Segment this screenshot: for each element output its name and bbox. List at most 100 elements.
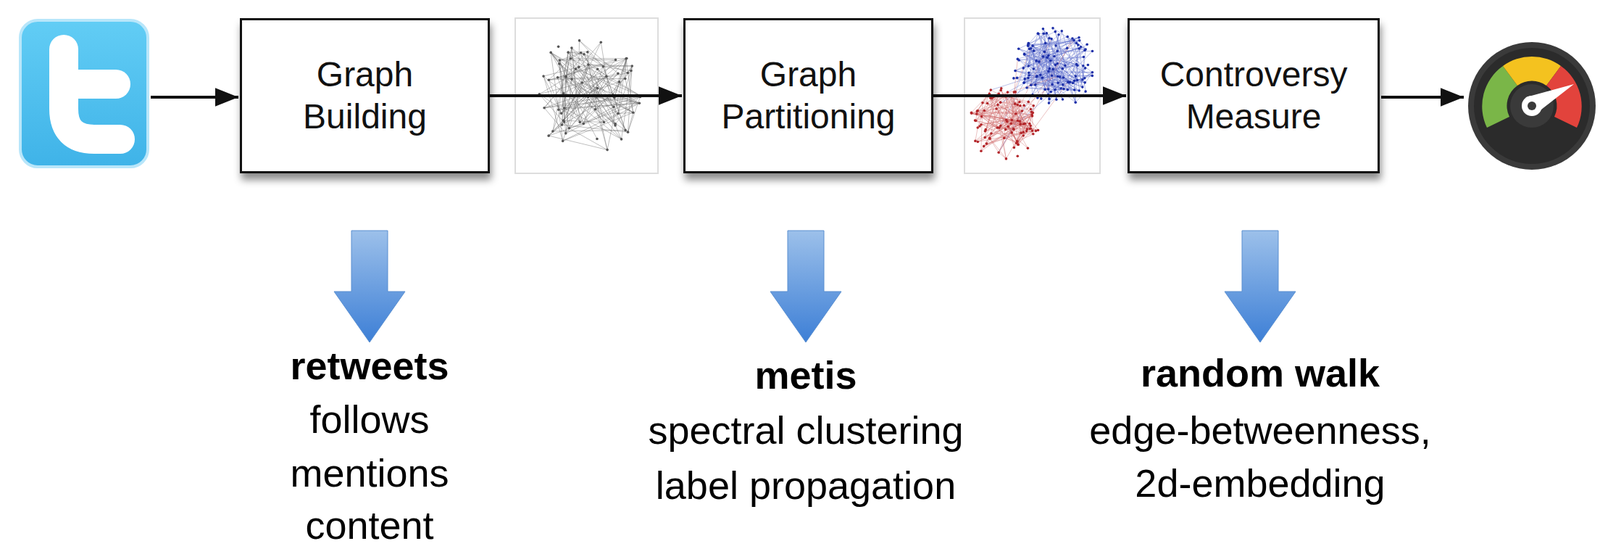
graph-vertex (602, 121, 606, 124)
graph-edge (1010, 123, 1031, 126)
graph-vertex (1061, 83, 1065, 87)
graph-vertex (994, 107, 998, 111)
graph-edge (594, 96, 640, 109)
graph-vertex (1026, 43, 1030, 47)
graph-vertex (1014, 90, 1018, 94)
graph-vertex (1023, 52, 1027, 56)
graph-vertex (1031, 44, 1035, 48)
graph-vertex (1073, 100, 1077, 104)
graph-edge (997, 77, 1043, 105)
graph-vertex (1019, 122, 1023, 126)
graph-edge (548, 135, 608, 150)
graph-vertex (1027, 71, 1031, 75)
graph-edge (615, 95, 641, 124)
graph-edge (1047, 57, 1077, 64)
graph-vertex (1018, 119, 1022, 123)
graph-edge (563, 112, 634, 141)
graph-vertex (1015, 139, 1019, 143)
graph-vertex (1082, 55, 1086, 59)
graph-vertex (1023, 122, 1027, 126)
graph-vertex (1035, 74, 1039, 78)
graph-vertex (624, 57, 628, 61)
graph-edge (1055, 31, 1076, 103)
graph-vertex (1061, 97, 1065, 101)
graph-vertex (1047, 97, 1051, 101)
graph-vertex (1056, 81, 1060, 85)
graph-edge (1023, 82, 1074, 84)
graph-edge (550, 52, 616, 126)
graph-vertex (616, 112, 620, 116)
graph-edge (1039, 38, 1050, 62)
graph-vertex (1081, 78, 1085, 82)
graph-vertex (985, 142, 989, 145)
graph-vertex (1026, 127, 1029, 131)
graph-edge (1038, 34, 1083, 80)
output-arrow (1381, 95, 1464, 99)
graph-vertex (1019, 131, 1023, 135)
graph-edge (1013, 40, 1074, 129)
graph-vertex (1050, 37, 1053, 41)
graph-vertex (1016, 57, 1020, 61)
method-option: mentions (289, 451, 449, 495)
graph-vertex (612, 105, 616, 109)
method-option: follows (309, 397, 429, 441)
graph-edge (999, 127, 1007, 159)
graph-edge (989, 138, 999, 153)
graph-edge (600, 42, 607, 77)
graph-vertex (982, 109, 986, 113)
graph-vertex (557, 45, 561, 49)
graph-edge (1015, 103, 1026, 124)
graph-vertex (1053, 88, 1057, 92)
graph-edge (581, 52, 604, 67)
graph-edge (1060, 76, 1069, 82)
graph-vertex (979, 123, 983, 127)
graph-edge (581, 82, 634, 113)
graph-edge (1024, 53, 1071, 82)
graph-vertex (986, 102, 990, 106)
graph-vertex (564, 131, 568, 135)
flow-arrow (933, 94, 1127, 98)
method-chosen: random walk (1140, 351, 1380, 395)
graph-vertex (549, 51, 553, 55)
graph-vertex (586, 50, 590, 54)
method-option: edge-betweenness, (1089, 408, 1431, 452)
graph-vertex (1067, 81, 1071, 85)
flow-arrow (489, 94, 682, 98)
graph-vertex (1060, 67, 1064, 71)
graph-vertex (1015, 76, 1019, 80)
graph-vertex (578, 39, 582, 43)
graph-vertex (558, 58, 562, 62)
graph-vertex (1054, 44, 1058, 48)
graph-edge (557, 77, 564, 94)
process-box: Controversy Measure (1127, 18, 1380, 174)
graph-vertex (1060, 29, 1064, 33)
graph-vertex (1042, 55, 1045, 58)
graph-vertex (1027, 73, 1031, 77)
graph-edge (976, 89, 991, 111)
graph-vertex (1031, 132, 1035, 136)
graph-vertex (1029, 107, 1033, 111)
graph-edge (558, 52, 569, 110)
graph-edge (1028, 60, 1051, 76)
graph-vertex (1028, 122, 1032, 126)
graph-vertex (1041, 76, 1045, 79)
graph-vertex (974, 119, 978, 123)
graph-vertex (1022, 81, 1026, 85)
graph-vertex (1052, 55, 1056, 58)
graph-edge (981, 102, 983, 152)
graph-vertex (997, 126, 1001, 129)
graph-vertex (618, 80, 622, 84)
graph-edge (1023, 42, 1045, 68)
graph-edge (1028, 42, 1051, 61)
box-label: Graph Building (260, 53, 471, 137)
graph-vertex (578, 121, 582, 124)
graph-vertex (623, 77, 627, 81)
graph-vertex (1047, 101, 1051, 105)
graph-vertex (1047, 87, 1050, 91)
graph-vertex (1083, 76, 1087, 80)
graph-vertex (1051, 26, 1055, 30)
graph-vertex (1012, 128, 1016, 132)
graph-vertex (976, 140, 980, 144)
down-arrows (334, 230, 1296, 343)
graph-vertex (1036, 31, 1040, 35)
